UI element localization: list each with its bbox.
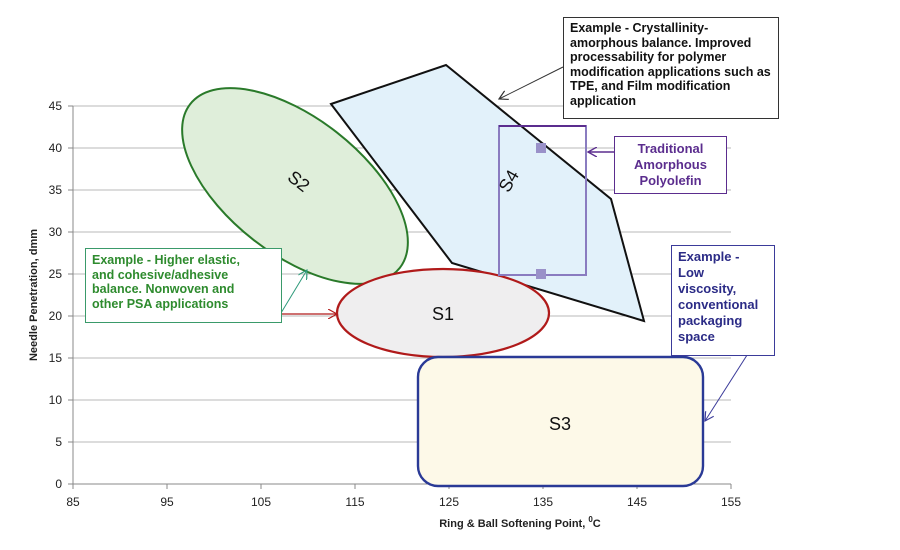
y-tick-labels: 0 5 10 15 20 25 30 35 40 45 <box>49 99 63 491</box>
apo-marker-40 <box>536 143 546 153</box>
region-s2-ellipse <box>181 87 409 285</box>
note-line: modification applications such as <box>570 64 771 79</box>
note-line: Amorphous <box>634 157 707 172</box>
y-tick-45: 45 <box>49 99 63 113</box>
y-tick-5: 5 <box>55 435 62 449</box>
note-line: Example - Crystallinity- <box>570 21 709 35</box>
region-s1-label: S1 <box>432 304 454 324</box>
note-line: Example - <box>678 249 740 264</box>
note-line: Traditional <box>637 141 704 156</box>
arrow-crystallinity-to-s4 <box>499 66 564 99</box>
note-packaging: Example - Low viscosity, conventional pa… <box>671 245 775 356</box>
x-tick-155: 155 <box>721 495 741 509</box>
x-tick-labels: 85 95 105 115 125 135 145 155 <box>66 495 741 509</box>
x-tick-105: 105 <box>251 495 271 509</box>
region-s3-box <box>416 355 705 488</box>
y-tick-25: 25 <box>49 267 63 281</box>
note-line: conventional <box>678 297 759 312</box>
note-line: processability for polymer <box>570 50 727 64</box>
arrow-packaging-to-s3 <box>705 351 750 421</box>
apo-marker-25 <box>536 269 546 279</box>
y-tick-20: 20 <box>49 309 63 323</box>
y-tick-10: 10 <box>49 393 63 407</box>
note-line: viscosity, <box>678 281 737 296</box>
y-tick-40: 40 <box>49 141 63 155</box>
x-tick-115: 115 <box>345 495 364 509</box>
note-line: other PSA applications <box>92 296 229 311</box>
x-tick-135: 135 <box>533 495 553 509</box>
note-apo: Traditional Amorphous Polyolefin <box>614 136 727 194</box>
x-axis-title: Ring & Ball Softening Point, 0C <box>439 515 601 530</box>
x-tick-145: 145 <box>627 495 647 509</box>
arrow-elastic-to-s2 <box>280 270 307 314</box>
note-crystallinity: Example - Crystallinity- amorphous balan… <box>563 17 779 119</box>
note-line: packaging <box>678 313 743 328</box>
y-tick-30: 30 <box>49 225 63 239</box>
note-line: Low <box>678 265 704 280</box>
x-tick-95: 95 <box>160 495 174 509</box>
x-tick-125: 125 <box>439 495 459 509</box>
x-tick-85: 85 <box>66 495 80 509</box>
note-line: application <box>570 93 636 108</box>
y-axis-title: Needle Penetration, dmm <box>28 229 40 361</box>
y-tick-15: 15 <box>49 351 63 365</box>
region-s4-polygon <box>329 63 646 323</box>
note-line: space <box>678 329 715 344</box>
note-line: Polyolefin <box>639 173 702 188</box>
note-line: balance. Nonwoven and <box>92 282 235 296</box>
note-line: amorphous balance. Improved <box>570 35 752 50</box>
y-tick-0: 0 <box>55 477 62 491</box>
note-line: and cohesive/adhesive <box>92 267 229 282</box>
y-tick-35: 35 <box>49 183 63 197</box>
region-s3-label: S3 <box>549 414 571 434</box>
note-line: TPE, and Film modification <box>570 79 731 93</box>
note-elastic: Example - Higher elastic, and cohesive/a… <box>85 248 282 323</box>
note-line: Example - Higher elastic, <box>92 253 240 267</box>
